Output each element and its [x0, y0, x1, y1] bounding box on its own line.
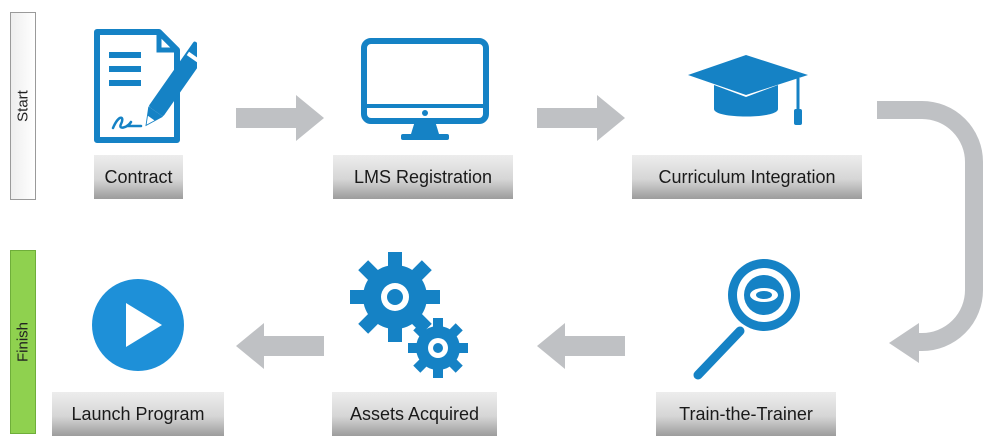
step-label-assets-acquired: Assets Acquired: [332, 392, 497, 436]
play-icon: [92, 279, 184, 371]
arrow-left-icon: [236, 323, 324, 369]
step-label-contract: Contract: [94, 155, 183, 199]
contract-icon: [94, 29, 197, 143]
finish-label: Finish: [14, 321, 32, 363]
graduation-cap-icon: [688, 55, 808, 125]
arrow-left-icon: [537, 323, 625, 369]
finish-tab: Finish: [10, 250, 36, 434]
monitor-icon: [361, 38, 489, 140]
arrow-right-icon: [537, 95, 625, 141]
start-label: Start: [14, 90, 32, 122]
u-turn-arrow-icon: [877, 101, 983, 363]
step-label-launch-program: Launch Program: [52, 392, 224, 436]
step-label-lms-registration: LMS Registration: [333, 155, 513, 199]
gears-icon: [350, 252, 468, 378]
step-label-curriculum-integration: Curriculum Integration: [632, 155, 862, 199]
magnifier-icon: [693, 259, 800, 380]
start-tab: Start: [10, 12, 36, 200]
step-label-train-the-trainer: Train-the-Trainer: [656, 392, 836, 436]
arrow-right-icon: [236, 95, 324, 141]
